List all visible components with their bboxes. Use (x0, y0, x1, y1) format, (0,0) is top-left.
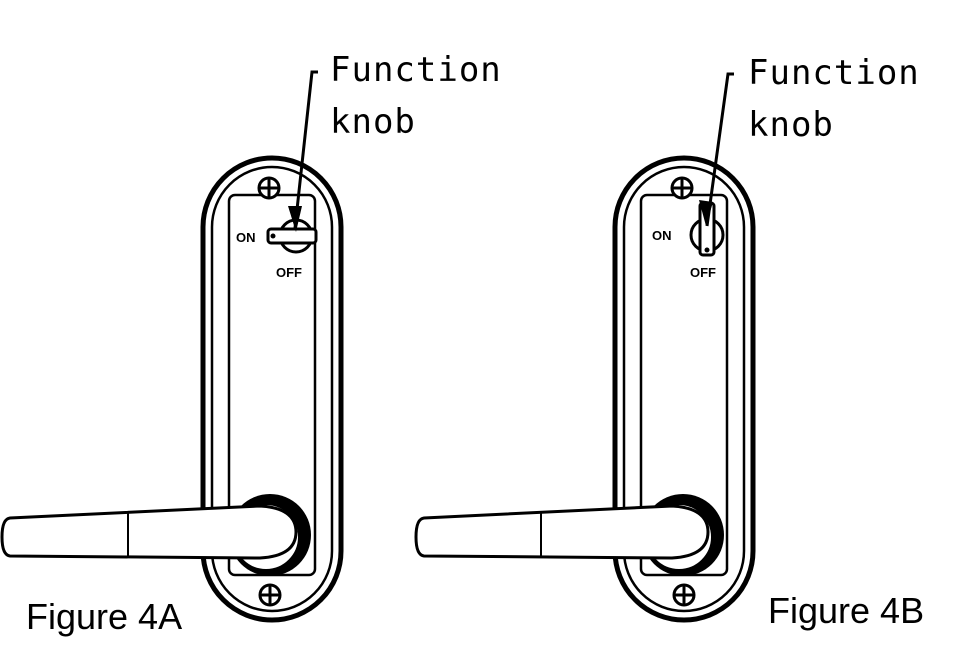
screw-icon-bottom-4b (672, 583, 696, 607)
escutcheon-outer-4a (200, 155, 344, 623)
callout-leader-4a (288, 70, 318, 232)
screw-icon-top-4b (670, 176, 694, 200)
lever-handle-4b[interactable] (414, 494, 724, 576)
callout-line1-4a: Function (330, 50, 502, 90)
callout-line1-4b: Function (748, 53, 920, 93)
figure-caption-4a: Figure 4A (26, 596, 183, 637)
callout-line2-4b: knob (748, 105, 834, 145)
figure-caption-4b: Figure 4B (768, 590, 925, 631)
callout-line2-4a: knob (330, 102, 416, 142)
screw-icon-top-4a (257, 176, 281, 200)
escutcheon-inner-4a (210, 165, 334, 613)
callout-function-knob-4b: Function knob (748, 47, 920, 151)
off-label-4b: OFF (690, 265, 716, 280)
on-label-4a: ON (236, 230, 256, 245)
callout-function-knob-4a: Function knob (330, 44, 502, 148)
escutcheon-inner-4b (622, 165, 746, 613)
lock-assembly-4b: ON OFF (414, 72, 756, 623)
escutcheon-outer-4b (612, 155, 756, 623)
off-label-4a: OFF (276, 265, 302, 280)
lever-handle-4a[interactable] (0, 494, 311, 576)
on-label-4b: ON (652, 228, 672, 243)
lock-assembly-4a: ON OFF (0, 70, 344, 623)
callout-leader-4b (699, 72, 734, 227)
screw-icon-bottom-4a (258, 583, 282, 607)
